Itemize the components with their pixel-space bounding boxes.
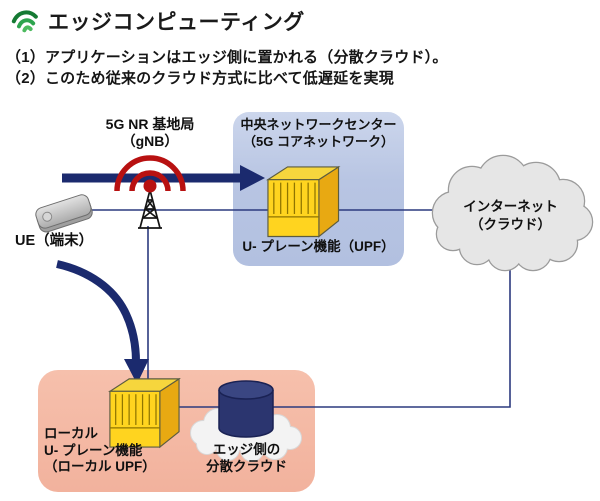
gnb-label-line2: （gNB） (121, 133, 179, 149)
upf-server-icon (267, 166, 340, 238)
note-line-2: （2）このため従来のクラウド方式に比べて低遅延を実現 (6, 70, 394, 87)
note-line-1: （1）アプリケーションはエッジ側に置かれる（分散クラウド）。 (6, 49, 448, 66)
edge-cloud-label-line2: 分散クラウド (206, 459, 287, 474)
ue-device-icon (35, 194, 93, 233)
antenna-tower-icon (138, 191, 162, 229)
gnb-label: 5G NR 基地局 （gNB） (70, 116, 230, 150)
core-network-title: 中央ネットワークセンター （5G コアネットワーク） (233, 117, 404, 150)
internet-cloud-label: インターネット （クラウド） (438, 198, 583, 233)
core-title-line1: 中央ネットワークセンター (240, 117, 397, 132)
internet-label-line1: インターネット (463, 199, 558, 214)
link-edge-to-internet (170, 258, 511, 408)
local-upf-label: ローカル U- プレーン機能 （ローカル UPF） (44, 426, 156, 476)
edge-cloud-label: エッジ側の 分散クラウド (184, 441, 309, 475)
local-upf-label-line3: （ローカル UPF） (44, 459, 156, 474)
gnb-label-line1: 5G NR 基地局 (105, 116, 195, 132)
internet-cloud-shape (431, 154, 594, 272)
flow-arrow-to-edge (56, 260, 149, 384)
upf-label: U- プレーン機能（UPF） (242, 239, 395, 254)
local-upf-label-line1: ローカル (44, 426, 98, 441)
header: エッジコンピューティング (10, 6, 305, 36)
ue-label: UE（端末） (15, 233, 94, 249)
page-title: エッジコンピューティング (48, 11, 305, 34)
radio-waves-icon (114, 155, 186, 193)
core-title-line2: （5G コアネットワーク） (243, 133, 394, 149)
signal-swirl-icon (11, 10, 38, 33)
edge-cloud-label-line1: エッジ側の (212, 442, 281, 457)
internet-label-line2: （クラウド） (470, 216, 551, 232)
flow-arrow-to-core (62, 165, 265, 191)
local-upf-label-line2: U- プレーン機能 (44, 442, 143, 458)
database-cylinder-icon (218, 380, 274, 438)
